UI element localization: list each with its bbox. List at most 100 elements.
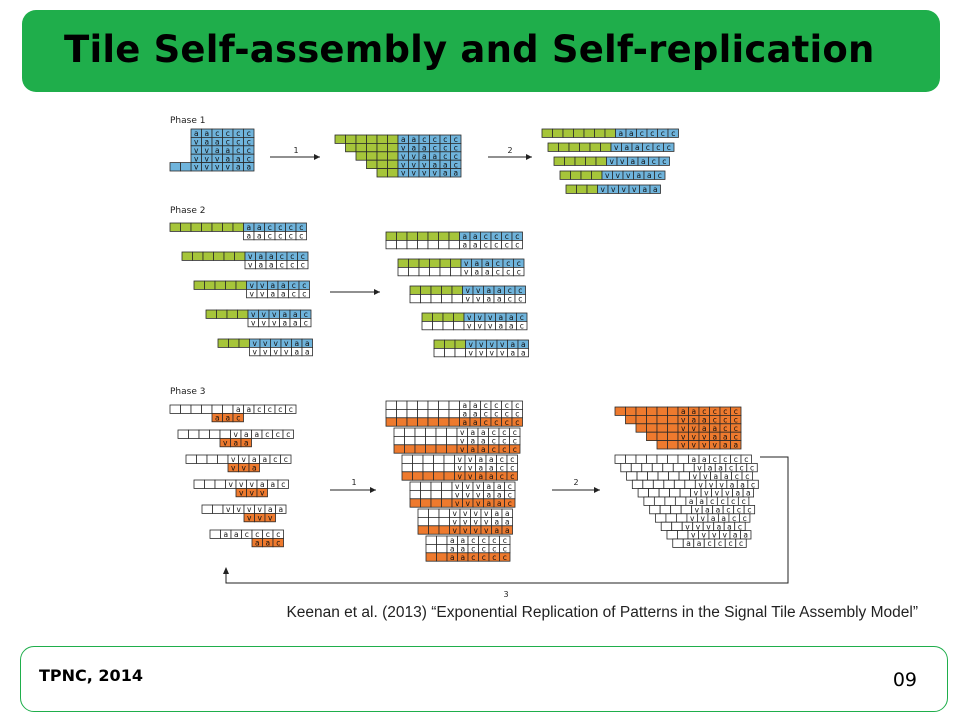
tile-letter: a (244, 439, 249, 448)
tile-letter: c (728, 539, 732, 548)
tile-letter: a (624, 143, 629, 152)
tile-letter: a (401, 135, 406, 144)
tile-letter: a (225, 154, 230, 163)
tile (345, 134, 357, 144)
tile-letter: a (450, 545, 455, 554)
tile (387, 159, 399, 170)
tile-letter: v (250, 480, 255, 489)
tile (444, 347, 456, 358)
tile-letter: v (692, 441, 697, 450)
tile (676, 513, 688, 523)
tile-letter: v (725, 489, 730, 498)
tile-letter: a (294, 348, 299, 357)
tile-letter: a (443, 160, 448, 169)
tile-letter: v (272, 319, 277, 328)
tile-letter: a (718, 464, 723, 473)
tile-letter: v (490, 349, 495, 358)
tile (448, 400, 460, 410)
tile-letter: c (247, 154, 251, 163)
tile (562, 128, 574, 138)
tile (441, 498, 453, 508)
tile-letter: c (290, 252, 294, 261)
tile-letter: v (250, 281, 255, 290)
tile-letter: c (302, 281, 306, 290)
tile-letter: a (721, 514, 726, 523)
tile-letter: c (304, 310, 308, 319)
tile-letter: c (505, 232, 509, 241)
tile (417, 417, 429, 427)
tile-letter: a (268, 505, 273, 514)
tile-letter: a (521, 340, 526, 349)
tile-letter: v (412, 169, 417, 178)
tile-letter: a (269, 252, 274, 261)
tile-letter: v (474, 526, 479, 535)
tile-letter: a (494, 526, 499, 535)
tile-letter: v (223, 439, 228, 448)
tile (671, 521, 683, 532)
tile-letter: a (497, 286, 502, 295)
tile-letter: c (301, 252, 305, 261)
tile-letter: v (713, 441, 718, 450)
tile (646, 406, 658, 416)
tile-letter: c (492, 428, 496, 437)
tile (580, 170, 592, 180)
tile (591, 170, 603, 180)
tile (433, 339, 445, 349)
tile (223, 251, 235, 261)
tile-letter: a (681, 407, 686, 416)
tile-letter: c (247, 129, 251, 138)
tile (193, 280, 205, 290)
tile (436, 535, 448, 545)
tile-letter: a (422, 144, 427, 153)
tile (427, 400, 439, 410)
tile-letter: a (509, 313, 514, 322)
tile-letter: a (236, 154, 241, 163)
tile-letter: c (745, 472, 749, 481)
tile (430, 285, 442, 295)
tile (417, 516, 429, 527)
tile-letter: a (478, 455, 483, 464)
tile (614, 454, 626, 464)
tile (232, 222, 244, 232)
tile (438, 417, 450, 427)
tile (298, 288, 310, 299)
tile-letter: a (473, 241, 478, 250)
tile-letter: c (494, 241, 498, 250)
tile-letter: a (486, 295, 491, 304)
tile-letter: v (488, 313, 493, 322)
tile (667, 440, 679, 450)
tile-letter: v (463, 509, 468, 518)
tile (282, 429, 294, 439)
tile-letter: v (401, 144, 406, 153)
tile (658, 156, 670, 166)
tile-letter: c (454, 135, 458, 144)
tile-letter: a (282, 310, 287, 319)
tile-letter: a (481, 437, 486, 446)
tile (427, 231, 439, 241)
tile (429, 266, 441, 277)
tile-letter: c (286, 430, 290, 439)
tile (240, 437, 252, 448)
tile-letter: c (454, 152, 458, 161)
tile-letter: a (746, 489, 751, 498)
tile-letter: c (273, 455, 277, 464)
tile-letter: c (265, 430, 269, 439)
tile (409, 481, 421, 491)
tile (387, 134, 399, 144)
tile-letter: v (239, 480, 244, 489)
tile (604, 128, 616, 138)
tile (635, 423, 647, 433)
tile-letter: v (250, 290, 255, 299)
tile (450, 168, 462, 178)
tile (635, 454, 647, 464)
tile-letter: c (500, 455, 504, 464)
tile-letter: a (225, 146, 230, 155)
tile-letter: c (515, 418, 519, 427)
tile (576, 184, 588, 194)
tile-letter: a (450, 553, 455, 562)
tile (439, 266, 451, 277)
tile-letter: v (712, 531, 717, 540)
tile-letter: c (280, 261, 284, 270)
tile (735, 538, 747, 548)
tile-letter: v (466, 286, 471, 295)
